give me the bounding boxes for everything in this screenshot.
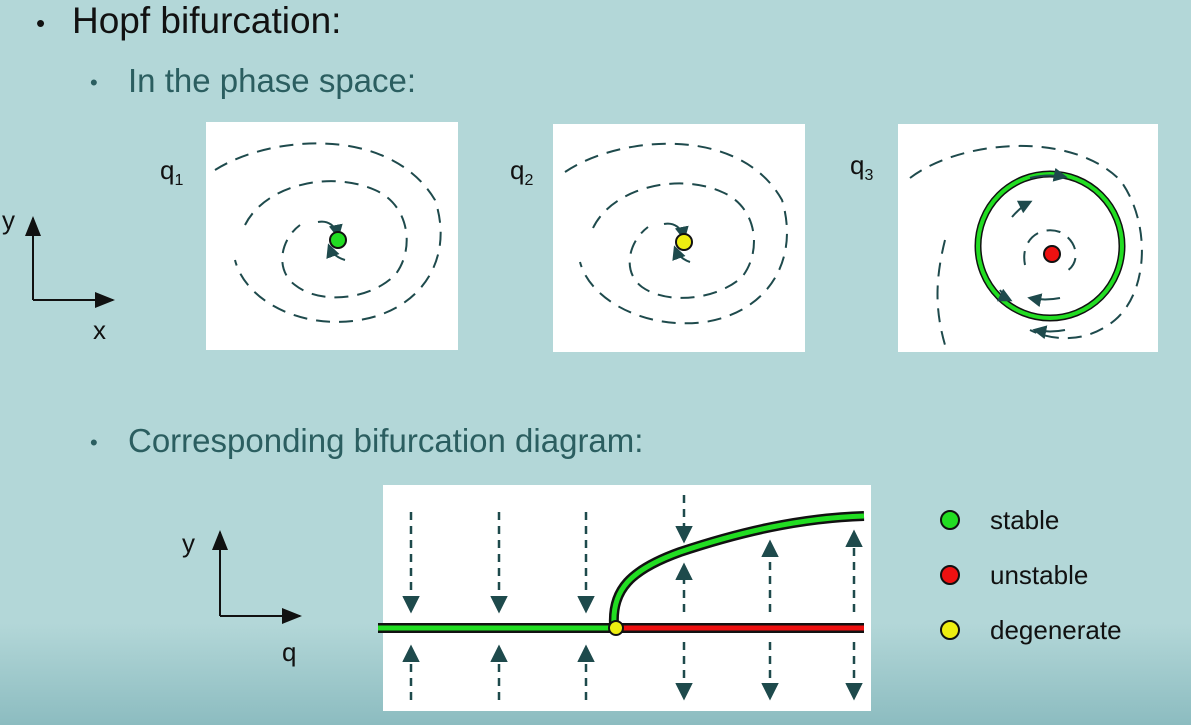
legend-degenerate-label: degenerate [990,614,1122,645]
phase-axis-x-label: x [93,315,106,345]
legend-degenerate-dot [940,620,960,640]
legend-stable: stable [940,505,1059,535]
bullet-dot: • [36,7,46,38]
legend-stable-dot [940,510,960,530]
bif-axis-x-label: q [282,637,297,667]
phase-flow-q3-arrows [996,167,1068,340]
bif-axes [212,530,302,624]
phase-flow-q2 [564,142,788,325]
legend-stable-label: stable [990,504,1060,535]
panel-label-q3: q3 [850,150,874,185]
panel-label-q2: q2 [510,155,534,190]
bif-degenerate-point [608,620,624,636]
bullet-dot: • [90,430,98,456]
phase-flow-q3 [909,145,1143,346]
bif-branch-cycle-fill [611,513,865,626]
subheading-phase: • In the phase space: [90,62,416,100]
phase-axis-y-label: y [2,205,15,235]
subheading-phase-text: In the phase space: [128,62,417,99]
phase-axes [25,216,115,308]
bullet-dot: • [90,70,98,96]
legend-degenerate: degenerate [940,615,1122,645]
fixed-point-q3 [1043,245,1061,263]
phase-flow-q1 [214,142,442,323]
heading-text: Hopf bifurcation: [72,0,342,41]
heading: • Hopf bifurcation: [36,0,341,42]
fixed-point-q2 [675,233,693,251]
limit-cycle-q3-fill [976,172,1124,320]
bif-axis-y-label: y [182,528,195,558]
fixed-point-q1 [329,231,347,249]
legend-unstable-label: unstable [990,559,1089,590]
subheading-bifurcation: • Corresponding bifurcation diagram: [90,422,643,460]
subheading-bifurcation-text: Corresponding bifurcation diagram: [128,422,644,459]
bif-flow-arrows [402,495,863,701]
legend-unstable: unstable [940,560,1088,590]
legend-unstable-dot [940,565,960,585]
panel-label-q1: q1 [160,155,184,190]
